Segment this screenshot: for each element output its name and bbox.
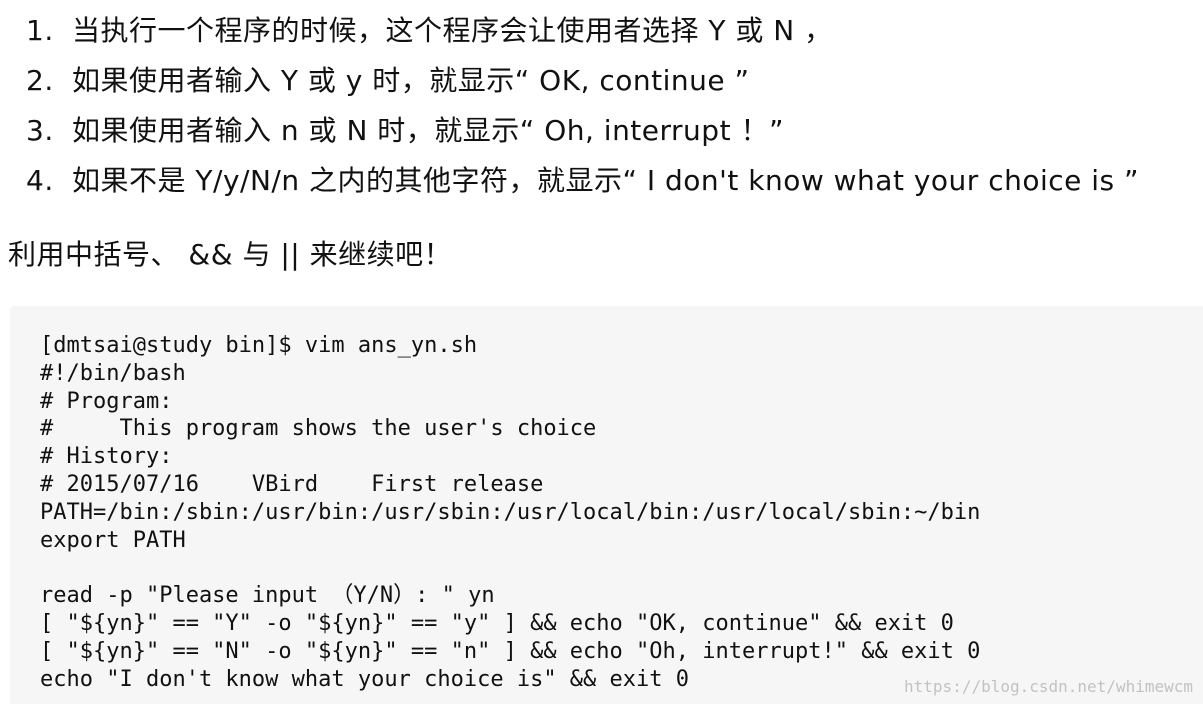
requirement-item: 1. 当执行一个程序的时候，这个程序会让使用者选择 Y 或 N ，	[26, 6, 1139, 56]
requirement-number: 2.	[26, 64, 54, 97]
code-line: #!/bin/bash	[40, 360, 186, 386]
watermark: https://blog.csdn.net/whimewcm	[904, 677, 1193, 696]
code-block: [dmtsai@study bin]$ vim ans_yn.sh #!/bin…	[40, 332, 980, 693]
code-line: read -p "Please input （Y/N）: " yn	[40, 583, 495, 609]
code-line: # This program shows the user's choice	[40, 416, 597, 442]
code-line: # 2015/07/16 VBird First release	[40, 471, 544, 497]
code-line: [dmtsai@study bin]$ vim ans_yn.sh	[40, 333, 478, 358]
requirement-text: 当执行一个程序的时候，这个程序会让使用者选择 Y 或 N ，	[72, 14, 833, 47]
requirement-text: 如果使用者输入 n 或 N 时，就显示“ Oh, interrupt ！”	[72, 114, 784, 147]
code-line: # History:	[40, 444, 173, 470]
requirement-item: 2. 如果使用者输入 Y 或 y 时，就显示“ OK, continue ”	[26, 56, 1139, 106]
code-line: export PATH	[40, 527, 186, 553]
requirement-item: 4. 如果不是 Y/y/N/n 之内的其他字符，就显示“ I don't know…	[26, 156, 1139, 206]
requirement-number: 3.	[26, 114, 54, 147]
code-line: echo "I don't know what your choice is" …	[40, 666, 690, 692]
requirement-number: 1.	[26, 14, 54, 47]
code-line: # Program:	[40, 388, 173, 414]
hint-text: 利用中括号、 && 与 || 来继续吧！	[8, 238, 453, 271]
code-line: [ "${yn}" == "Y" -o "${yn}" == "y" ] && …	[40, 610, 954, 636]
code-line: PATH=/bin:/sbin:/usr/bin:/usr/sbin:/usr/…	[40, 499, 981, 525]
requirement-text: 如果使用者输入 Y 或 y 时，就显示“ OK, continue ”	[72, 64, 750, 97]
requirement-item: 3. 如果使用者输入 n 或 N 时，就显示“ Oh, interrupt ！”	[26, 106, 1139, 156]
code-block-background	[10, 306, 1203, 704]
code-line: [ "${yn}" == "N" -o "${yn}" == "n" ] && …	[40, 638, 981, 664]
requirements-list: 1. 当执行一个程序的时候，这个程序会让使用者选择 Y 或 N ， 2. 如果使用者…	[26, 6, 1139, 206]
requirement-text: 如果不是 Y/y/N/n 之内的其他字符，就显示“ I don't know w…	[72, 164, 1140, 197]
requirement-number: 4.	[26, 164, 54, 197]
